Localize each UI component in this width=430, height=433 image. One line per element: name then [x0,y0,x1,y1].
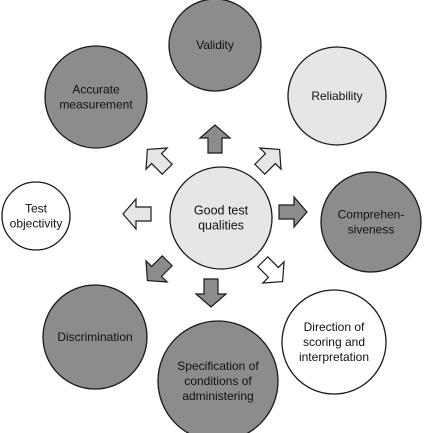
arrows-layer [122,124,308,308]
node-specification-of-conditions-circle [157,320,279,433]
node-accurate-measurement-label-line: Accurate [72,83,120,97]
center-node-circle [169,166,273,270]
node-specification-of-conditions-label-line: conditions of [184,374,252,388]
node-direction-of-scoring-label-line: scoring and [303,335,365,349]
arrow-to-validity [198,124,232,154]
node-discrimination-circle [42,284,148,390]
node-accurate-measurement-label-line: measurement [59,98,133,112]
node-test-objectivity-label-line: objectivity [10,217,63,231]
node-validity-circle [168,0,262,92]
arrow-to-discrimination [145,255,173,283]
arrow-to-test-objectivity [122,197,152,231]
arrow-to-specification-of-conditions [194,278,228,308]
center-node-label-line: qualities [198,219,244,233]
node-discrimination-label-line: Discrimination [57,330,132,344]
node-comprehensiveness: Comprehen-siveness [320,171,422,273]
node-reliability-circle [287,46,387,146]
node-discrimination: Discrimination [42,284,148,390]
arrow-to-direction-of-scoring [257,256,285,284]
arrow-to-accurate-measurement [145,147,173,175]
node-test-objectivity-circle [1,181,71,251]
node-accurate-measurement-circle [44,45,148,149]
node-comprehensiveness-circle [320,171,422,273]
arrow-to-reliability [254,147,282,175]
node-reliability-label-line: Reliability [311,89,362,103]
node-direction-of-scoring-circle [281,289,387,395]
center-node-label-line: Good test [194,204,249,218]
node-validity-label-line: Validity [196,38,234,52]
node-specification-of-conditions-label-line: administering [182,389,253,403]
node-direction-of-scoring-label-line: Direction of [304,320,365,334]
node-direction-of-scoring-label-line: interpretation [299,350,369,364]
arrow-to-comprehensiveness [278,195,308,229]
node-reliability: Reliability [287,46,387,146]
node-test-objectivity-label-line: Test [25,202,48,216]
node-validity: Validity [168,0,262,92]
node-comprehensiveness-label-line: siveness [348,223,395,237]
nodes-layer: ValidityReliabilityComprehen-sivenessDir… [1,0,422,433]
node-specification-of-conditions-label-line: Specification of [177,359,259,373]
node-comprehensiveness-label-line: Comprehen- [338,208,405,222]
